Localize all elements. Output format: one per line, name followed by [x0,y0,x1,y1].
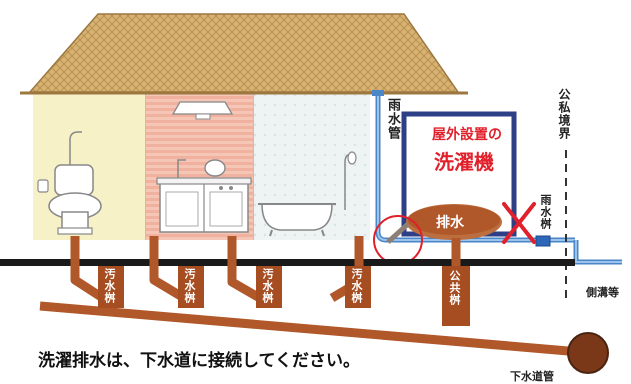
drain-label: 排水 [436,215,464,231]
caption: 洗濯排水は、下水道に接続してください。 [38,351,360,371]
side-ditch [573,240,622,265]
sewage-basin-label-1: 汚水桝 [103,268,116,304]
rain-basin-label: 雨水桝 [539,194,552,230]
rain-pipe-label: 雨水管 [385,98,400,140]
ground-line [0,259,575,266]
sewer-pipe-label: 下水道管 [510,370,554,383]
washer-title-line1: 屋外設置の [432,127,502,143]
bathtub [258,151,357,237]
public-basin-label: 公共桝 [448,270,461,306]
rain-basin [535,235,551,247]
kitchen [156,101,252,233]
sewage-basin-label-2: 汚水桝 [183,268,196,304]
prohibited-cross-icon [502,202,536,244]
sewage-basin-label-4: 汚水桝 [350,268,363,304]
sewer-main [567,332,609,374]
boundary-label: 公私境界 [557,88,571,140]
side-ditch-label: 側溝等 [586,286,619,299]
toilet [37,131,102,235]
roof [28,13,460,93]
washer-title-line2: 洗濯機 [434,150,494,174]
drain-tank [406,204,502,240]
drain-hose [386,222,410,244]
sewage-basins [98,266,470,326]
sewage-basin-label-3: 汚水桝 [261,268,274,304]
